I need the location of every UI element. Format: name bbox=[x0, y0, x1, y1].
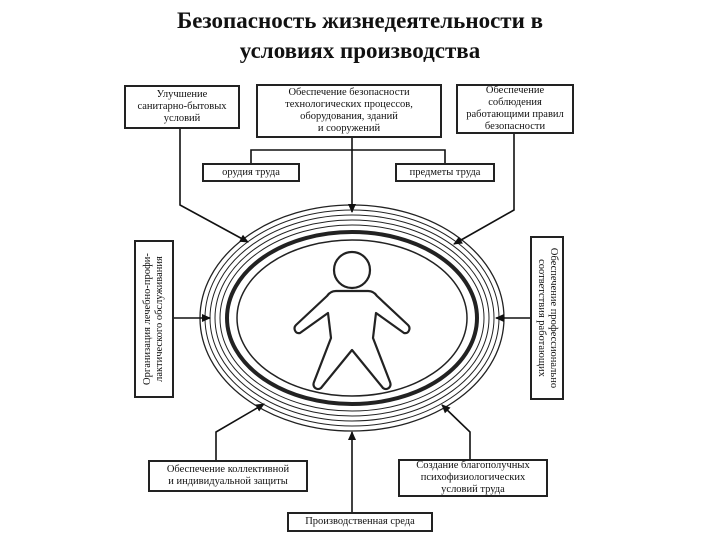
box-tech-safety: Обеспечение безопасности технологических… bbox=[256, 84, 442, 138]
box-improve-conditions: Улучшение санитарно-бытовых условий bbox=[124, 85, 240, 129]
box-production-env: Производственная среда bbox=[287, 512, 433, 532]
box-protection: Обеспечение коллективной и индивидуально… bbox=[148, 460, 308, 492]
box-objects: предметы труда bbox=[395, 163, 495, 182]
box-psychophysio: Создание благополучных психофизиологичес… bbox=[398, 459, 548, 497]
box-medical-service-label: Организация лечебно-профи- лактического … bbox=[142, 253, 165, 385]
person-icon bbox=[293, 250, 411, 391]
box-tools: орудия труда bbox=[202, 163, 300, 182]
connector-lines bbox=[174, 129, 530, 512]
box-professional-fit-label: Обеспечение профессионально соответствия… bbox=[536, 247, 559, 389]
box-professional-fit: Обеспечение профессионально соответствия… bbox=[530, 236, 564, 400]
page-title: Безопасность жизнедеятельности в условия… bbox=[176, 8, 544, 63]
box-rules-compliance: Обеспечение соблюдения работающими прави… bbox=[456, 84, 574, 134]
box-medical-service: Организация лечебно-профи- лактического … bbox=[134, 240, 174, 398]
